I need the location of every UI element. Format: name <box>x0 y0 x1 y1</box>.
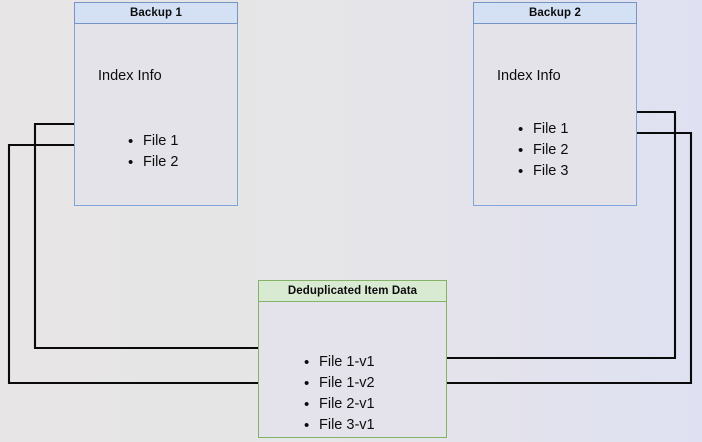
backup-2-title: Backup 2 <box>473 2 637 24</box>
backup-2-file-list: File 1 File 2 File 3 <box>518 119 568 182</box>
list-item: File 1 <box>128 131 178 152</box>
dedup-body: File 1-v1 File 1-v2 File 2-v1 File 3-v1 <box>258 302 447 438</box>
backup-2-body: Index Info File 1 File 2 File 3 <box>473 24 637 206</box>
list-item: File 1-v1 <box>304 352 375 373</box>
backup-2-index-label: Index Info <box>497 68 561 84</box>
node-backup-1[interactable]: Backup 1 Index Info File 1 File 2 <box>74 2 238 206</box>
list-item: File 1-v2 <box>304 373 375 394</box>
connector-b1f2-to-f2v1 <box>7 143 297 387</box>
backup-1-body: Index Info File 1 File 2 <box>74 24 238 206</box>
backup-1-file-list: File 1 File 2 <box>128 131 178 173</box>
list-item: File 2 <box>128 152 178 173</box>
dedup-title: Deduplicated Item Data <box>258 280 447 302</box>
connector-b2f2-to-f2v1 <box>394 131 693 387</box>
dedup-file-list: File 1-v1 File 1-v2 File 2-v1 File 3-v1 <box>304 352 375 436</box>
list-item: File 3-v1 <box>304 415 375 436</box>
list-item: File 2-v1 <box>304 394 375 415</box>
backup-1-index-label: Index Info <box>98 68 162 84</box>
list-item: File 2 <box>518 140 568 161</box>
backup-1-title: Backup 1 <box>74 2 238 24</box>
list-item: File 1 <box>518 119 568 140</box>
node-backup-2[interactable]: Backup 2 Index Info File 1 File 2 File 3 <box>473 2 637 206</box>
list-item: File 3 <box>518 161 568 182</box>
node-deduplicated-item-data[interactable]: Deduplicated Item Data File 1-v1 File 1-… <box>258 280 447 438</box>
